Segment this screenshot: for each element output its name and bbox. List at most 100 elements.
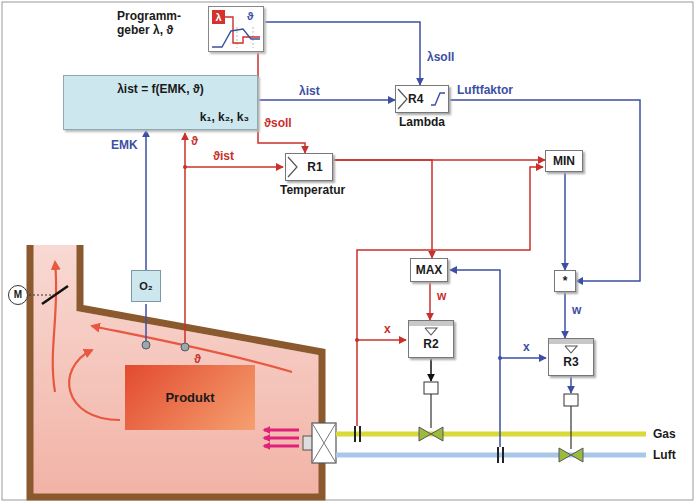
signal-connector	[449, 100, 640, 281]
sensor-label: ϑ	[193, 352, 202, 366]
max-box: MAX	[410, 258, 448, 282]
node-subtext: Lambda	[399, 115, 445, 129]
sensor-probes-part	[181, 343, 189, 351]
node-text: Produkt	[165, 391, 214, 405]
flame-arrows-part	[264, 437, 299, 440]
pipes	[336, 434, 646, 455]
signal-label: x	[522, 340, 531, 354]
edge-label: λist	[298, 84, 321, 98]
node-text: MIN	[553, 154, 575, 168]
edge-label: ϑsoll	[263, 116, 293, 130]
product-block: Produkt	[125, 365, 255, 430]
edge-label: λsoll	[426, 50, 455, 64]
signal-connector	[333, 160, 432, 258]
medium-label: Luft	[652, 448, 677, 462]
node-text: M	[14, 290, 22, 300]
junction-dots	[183, 165, 502, 360]
gas-flow-arrows-part	[53, 262, 57, 392]
medium-label: Gas	[652, 427, 677, 441]
valves-part	[571, 448, 583, 462]
node-text: *	[563, 274, 568, 288]
edge-label: Luftfaktor	[456, 83, 514, 97]
flow-measurement-part	[359, 426, 361, 442]
gas-flow-arrows-part	[69, 350, 120, 420]
sensor-wires	[146, 133, 571, 447]
sensor-wires-part	[185, 166, 283, 168]
sensor-probes	[142, 341, 189, 351]
furnace-part	[33, 245, 319, 494]
valves-part	[570, 406, 571, 449]
node-subtext: ϑ	[247, 9, 253, 23]
valves-part	[564, 394, 578, 406]
controller-box: R3	[548, 338, 594, 376]
signal-connector	[564, 292, 566, 338]
flame-arrows-part	[264, 429, 299, 432]
signal-label: x	[383, 322, 392, 336]
multiply-box: *	[554, 270, 576, 292]
sensor-wires-part	[357, 339, 406, 341]
node-text: MAX	[416, 263, 443, 277]
node-subtext: k₁, k₂, k₃	[200, 110, 249, 124]
flow-measurement-part	[497, 447, 499, 463]
junction-dots-part	[183, 165, 187, 169]
valves-part	[559, 448, 571, 462]
edge-label: EMK	[110, 138, 139, 152]
motor-circle: M	[8, 285, 28, 305]
min-box: MIN	[545, 150, 583, 172]
sensor-wires-part	[184, 133, 186, 343]
junction-dots-part	[355, 338, 359, 342]
chimney-damper	[29, 286, 68, 304]
program-generator: Programm- geber λ, ϑλϑ	[208, 6, 264, 52]
lambda-calc-box: λist = f(EMK, ϑ)k₁, k₂, k₃	[63, 75, 258, 130]
controller-box: R2	[408, 320, 454, 358]
flame-arrows	[264, 430, 299, 446]
sensor-wires-part	[430, 358, 432, 381]
burner-part	[312, 423, 336, 463]
signal-connector	[429, 282, 431, 320]
pipes-part	[336, 432, 646, 437]
burner-part	[312, 423, 336, 463]
gas-flow-arrows	[53, 262, 292, 420]
burner-part	[312, 423, 336, 463]
furnace	[30, 245, 322, 497]
signal-connector	[258, 99, 395, 101]
junction-dots-part	[498, 356, 502, 360]
sensor-probes-part	[142, 341, 150, 349]
node-text: R3	[563, 355, 578, 369]
sensor-wires-part	[357, 167, 543, 426]
oxygen-probe-box: O₂	[131, 270, 161, 302]
signal-connector	[264, 22, 420, 85]
node-text: O₂	[139, 279, 152, 293]
node-subtext: Temperatur	[280, 183, 345, 197]
node-text: R4	[408, 92, 423, 106]
flow-measurement-part	[354, 426, 356, 442]
signal-label: ϑ	[190, 134, 199, 148]
edge-label: w	[436, 289, 447, 303]
valves-part	[419, 427, 431, 441]
valves-part	[431, 427, 443, 441]
node-text: Programm- geber λ, ϑ	[117, 9, 201, 37]
sensor-wires-part	[570, 376, 572, 393]
valves	[419, 382, 583, 462]
node-text: R1	[307, 160, 322, 174]
valves-part	[424, 382, 438, 394]
valves-part	[430, 394, 431, 428]
furnace-part	[30, 245, 322, 497]
burner	[303, 423, 336, 463]
chimney-damper-part	[29, 295, 55, 296]
edge-label: w	[571, 303, 582, 317]
controller-box: R4Lambda	[395, 85, 449, 113]
node-text: R2	[423, 337, 438, 351]
pipes-part	[336, 453, 646, 458]
signal-connector	[145, 130, 147, 270]
flow-measurement-part	[502, 447, 504, 463]
signal-label: ϑist	[212, 149, 235, 163]
sensor-wires-part	[145, 304, 147, 341]
node-subtext: λ	[212, 10, 225, 24]
sensor-wires-part	[450, 270, 500, 447]
flow-measurement	[355, 426, 503, 463]
sensor-wires-part	[500, 357, 546, 359]
